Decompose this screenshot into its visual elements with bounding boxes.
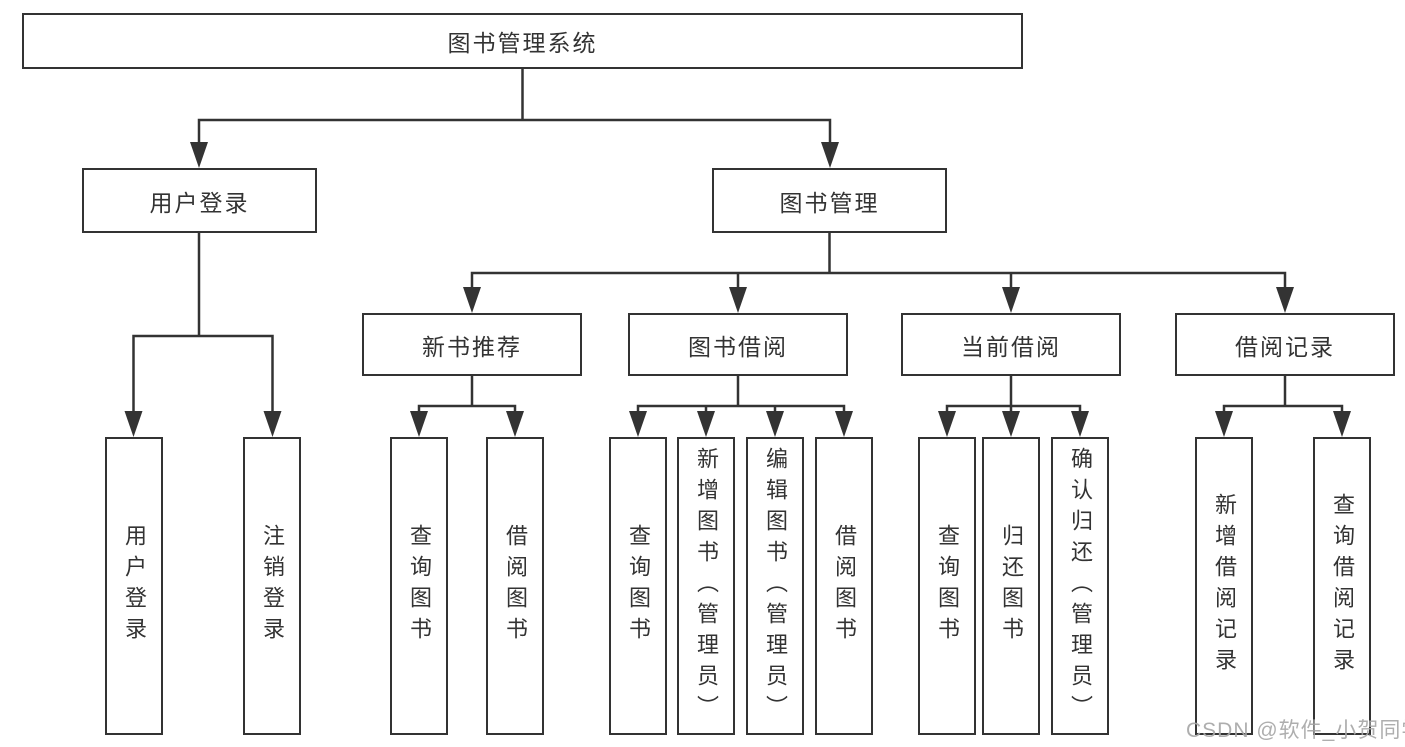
node-borrow-records: 借阅记录 [1175,313,1395,376]
edge-current-group [945,374,1082,417]
node-current-borrow: 当前借阅 [901,313,1121,376]
leaf-logout-login: 注销登录 [243,437,301,735]
csdn-watermark: CSDN @软件_小贺同学 [1186,719,1405,742]
leaf-edit-books-admin: 编辑图书（管理员） [746,437,804,735]
edge-root-to-level2 [197,67,832,148]
node-book-management: 图书管理 [712,168,947,233]
leaf-query-books-recommend: 查询图书 [390,437,448,735]
leaf-confirm-return-admin: 确认归还（管理员） [1051,437,1109,735]
leaf-query-borrow-record: 查询借阅记录 [1313,437,1371,735]
edge-recommend-group [417,374,517,417]
edge-records-group [1222,374,1344,417]
node-new-book-recommend: 新书推荐 [362,313,582,376]
edge-login-group [132,231,274,417]
leaf-return-books: 归还图书 [982,437,1040,735]
edge-borrow-group [636,374,846,417]
node-book-borrow: 图书借阅 [628,313,848,376]
leaf-query-books-current: 查询图书 [918,437,976,735]
node-system-root: 图书管理系统 [22,13,1023,69]
leaf-user-login: 用户登录 [105,437,163,735]
node-user-login: 用户登录 [82,168,317,233]
leaf-query-books-borrow: 查询图书 [609,437,667,735]
leaf-borrow-books-recommend: 借阅图书 [486,437,544,735]
leaf-add-books-admin: 新增图书（管理员） [677,437,735,735]
arrowheads [124,142,1351,437]
leaf-add-borrow-record: 新增借阅记录 [1195,437,1253,735]
edge-management-group [470,231,1287,293]
leaf-borrow-books-borrow: 借阅图书 [815,437,873,735]
